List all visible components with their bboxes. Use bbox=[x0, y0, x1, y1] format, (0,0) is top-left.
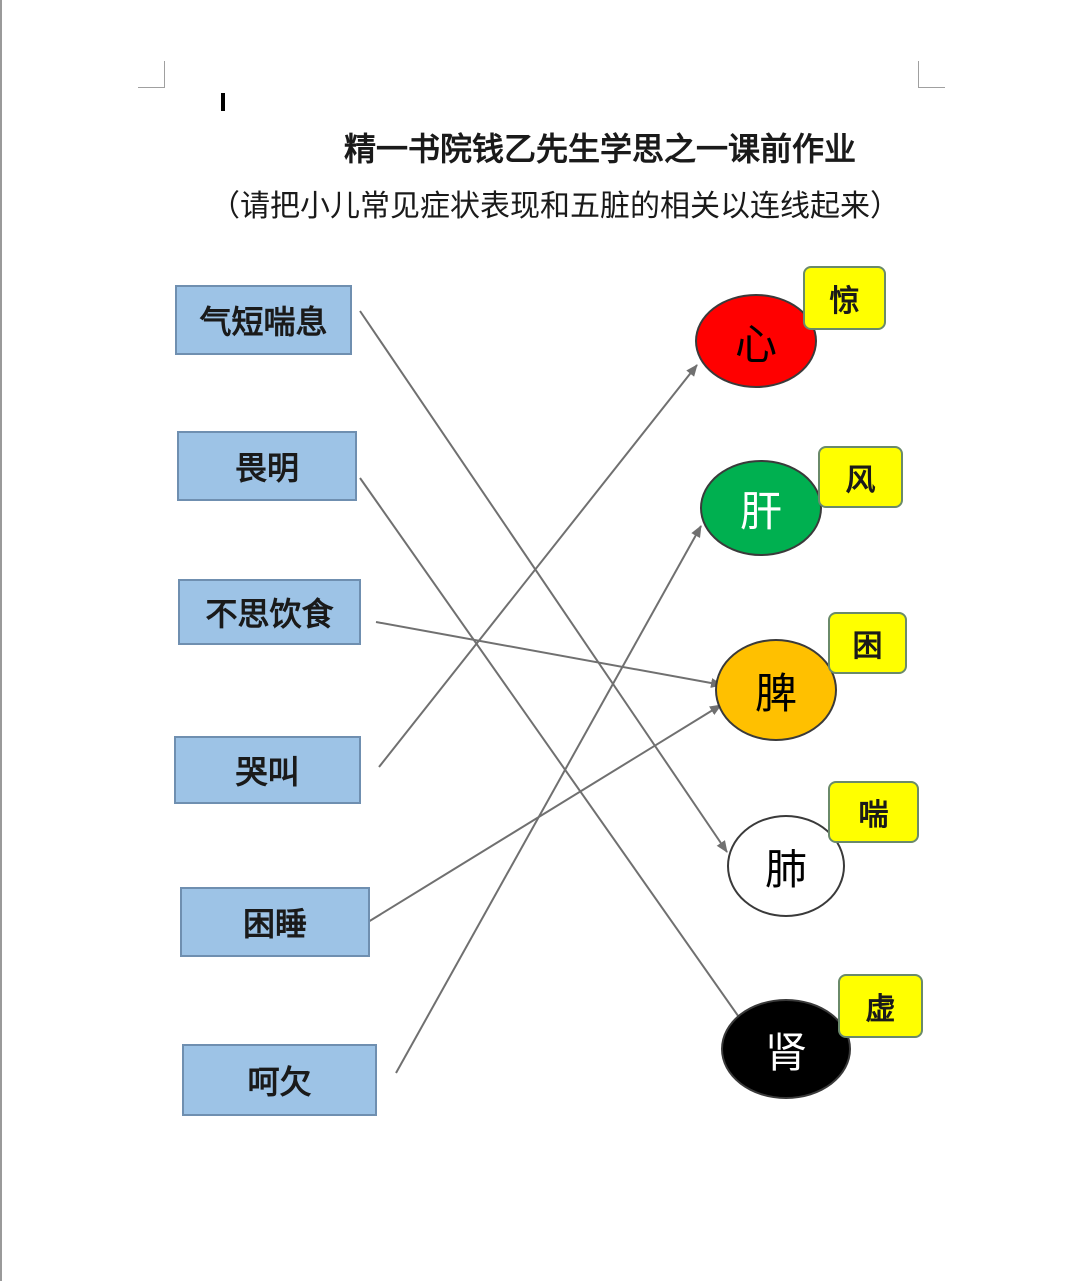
organ-circle-4[interactable]: 肾 bbox=[721, 999, 851, 1099]
arrow-0 bbox=[359, 310, 728, 853]
symptom-label: 气短喘息 bbox=[199, 303, 328, 341]
organ-tag-3: 喘 bbox=[828, 781, 919, 843]
organ-circle-3[interactable]: 肺 bbox=[727, 815, 845, 917]
organ-label: 脾 bbox=[754, 668, 797, 718]
organ-tag-0: 惊 bbox=[803, 266, 886, 330]
tag-label: 困 bbox=[852, 629, 883, 664]
symptom-label: 呵欠 bbox=[247, 1063, 312, 1101]
arrow-2 bbox=[375, 621, 723, 688]
arrow-3 bbox=[378, 364, 698, 768]
tag-label: 风 bbox=[845, 463, 876, 498]
page-subtitle: （请把小儿常见症状表现和五脏的相关以连线起来） bbox=[210, 189, 900, 224]
organ-tag-4: 虚 bbox=[838, 974, 923, 1038]
page-corner-mark-left bbox=[138, 61, 165, 88]
symptom-box-0[interactable]: 气短喘息 bbox=[175, 285, 352, 355]
text-cursor bbox=[221, 93, 225, 111]
organ-label: 肝 bbox=[739, 486, 782, 536]
arrow-4 bbox=[367, 704, 722, 923]
tag-label: 惊 bbox=[829, 284, 860, 319]
symptom-label: 不思饮食 bbox=[205, 595, 334, 633]
symptom-box-3[interactable]: 哭叫 bbox=[174, 736, 361, 804]
symptom-box-5[interactable]: 呵欠 bbox=[182, 1044, 377, 1116]
organ-label: 肾 bbox=[764, 1027, 807, 1077]
organ-tag-1: 风 bbox=[818, 446, 903, 508]
symptom-label: 畏明 bbox=[234, 449, 299, 487]
tag-label: 喘 bbox=[858, 798, 889, 833]
page-corner-mark-right bbox=[918, 61, 945, 88]
organ-circle-1[interactable]: 肝 bbox=[700, 460, 822, 556]
organ-circle-2[interactable]: 脾 bbox=[715, 639, 837, 741]
symptom-label: 哭叫 bbox=[235, 753, 300, 791]
organ-label: 心 bbox=[734, 319, 777, 369]
page-title: 精一书院钱乙先生学思之一课前作业 bbox=[343, 130, 856, 168]
arrow-1 bbox=[359, 477, 749, 1031]
organ-circle-0[interactable]: 心 bbox=[695, 294, 817, 388]
arrow-5 bbox=[395, 525, 702, 1074]
symptom-label: 困睡 bbox=[242, 905, 307, 943]
tag-label: 虚 bbox=[865, 992, 896, 1027]
organ-label: 肺 bbox=[764, 844, 807, 894]
symptom-box-1[interactable]: 畏明 bbox=[177, 431, 357, 501]
organ-tag-2: 困 bbox=[828, 612, 907, 674]
symptom-box-4[interactable]: 困睡 bbox=[180, 887, 370, 957]
page-edge bbox=[0, 0, 2, 1281]
symptom-box-2[interactable]: 不思饮食 bbox=[178, 579, 361, 645]
